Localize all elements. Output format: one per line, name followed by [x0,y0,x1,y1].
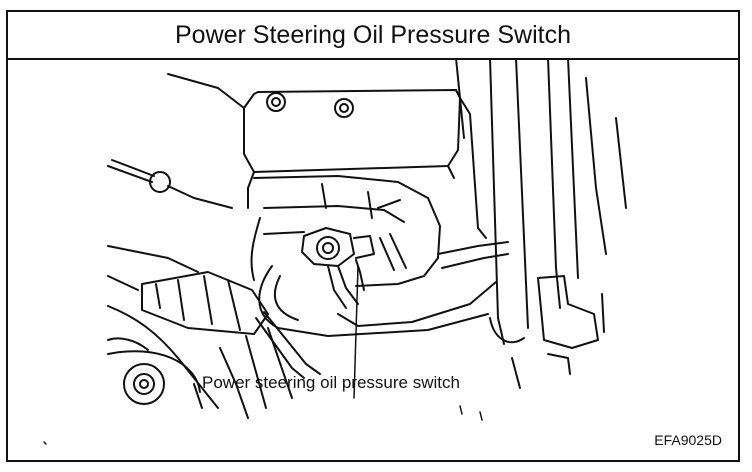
hoses [258,97,509,337]
wire-connector [141,271,321,409]
pressure-switch [301,227,375,399]
left-bolt [107,159,233,209]
small-marks [43,405,483,445]
pump-body [250,175,441,287]
right-bracket [511,275,605,389]
pump-bracket [167,73,461,209]
engine-illustration [43,58,627,445]
frame-lines [107,245,249,419]
figure-frame: Power Steering Oil Pressure Switch [6,10,740,462]
pressure-switch-callout: Power steering oil pressure switch [202,373,460,392]
vertical-tube [455,58,627,345]
figure-title: Power Steering Oil Pressure Switch [8,12,738,60]
figure-code: EFA9025D [654,432,722,448]
pulley [107,350,203,409]
